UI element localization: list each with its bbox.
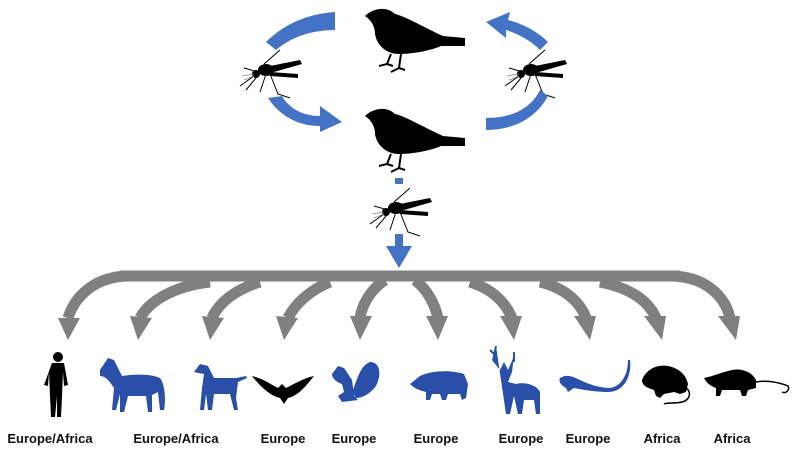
cycle-arrow-top-right — [486, 12, 548, 50]
horse-icon — [100, 358, 165, 412]
spillover-arrowheads — [58, 316, 740, 340]
cycle-arrow-bottom-left — [268, 96, 342, 132]
host-label-boar: Europe — [498, 431, 544, 446]
down-arrow — [386, 234, 412, 268]
spillover-arrows — [62, 270, 736, 321]
mosquito-right-icon — [504, 49, 568, 99]
bird-bottom-icon — [364, 107, 466, 173]
host-label-human: Europe/Africa — [7, 431, 93, 446]
host-label-deer: Europe — [565, 431, 611, 446]
bird-top-icon — [364, 7, 466, 73]
squirrel-icon — [332, 362, 380, 402]
shrew-icon — [704, 369, 790, 396]
lizard-icon — [559, 360, 631, 392]
dog-icon — [194, 364, 247, 410]
host-label-horse: Europe/Africa — [133, 431, 219, 446]
host-label-shrew: Africa — [713, 431, 751, 446]
deer-icon — [489, 345, 540, 414]
host-label-dog: Europe — [260, 431, 306, 446]
host-label-squirrel: Europe — [413, 431, 459, 446]
boar-icon — [410, 371, 468, 400]
cycle-arrows — [266, 12, 548, 268]
cycle-arrow-bottom-right — [486, 90, 548, 130]
cycle-arrow-top-left — [266, 12, 335, 50]
rat-icon — [642, 365, 691, 405]
host-label-rat: Africa — [643, 431, 681, 446]
host-label-bat: Europe — [331, 431, 377, 446]
bat-icon — [252, 376, 314, 404]
dash-segment — [395, 178, 403, 184]
mosquito-bridge-icon — [369, 187, 433, 237]
human-icon — [44, 352, 68, 417]
mosquito-left-icon — [239, 49, 303, 99]
